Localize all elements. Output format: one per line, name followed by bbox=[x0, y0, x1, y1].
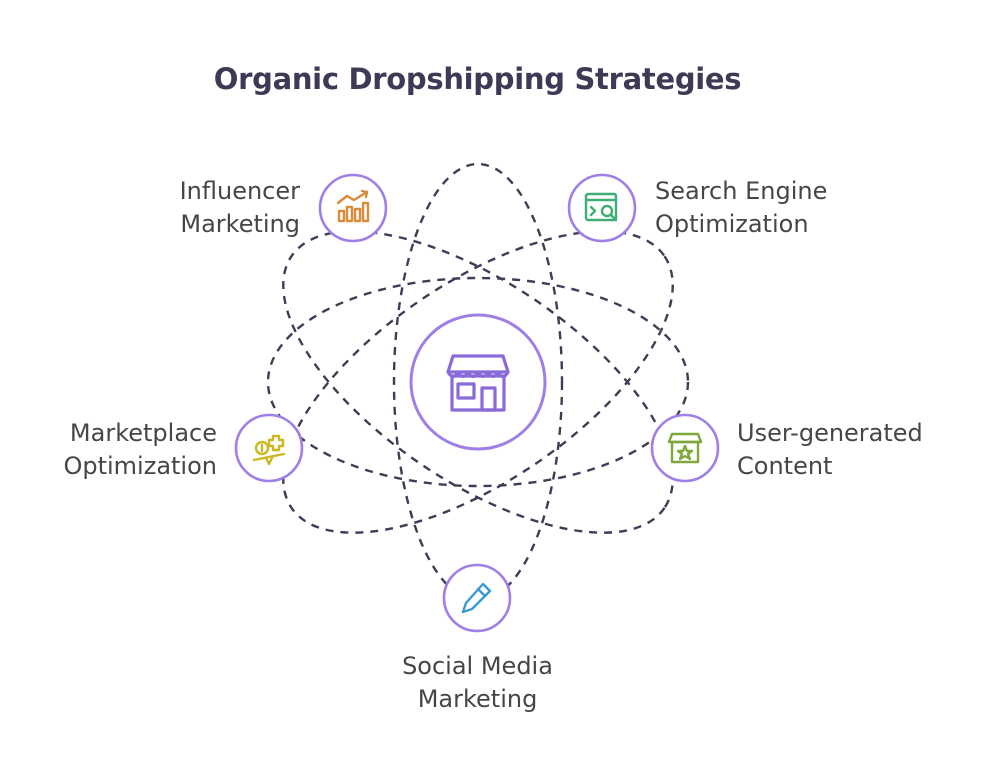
store-star-icon bbox=[667, 432, 703, 464]
orbit-vertical bbox=[392, 162, 564, 602]
label-influencer: Influencer Marketing bbox=[179, 177, 300, 238]
label-ugc: User-generated Content bbox=[737, 419, 923, 480]
node-ugc bbox=[650, 413, 720, 483]
pen-icon bbox=[461, 582, 492, 614]
node-marketplace bbox=[234, 413, 304, 483]
diagram-title: Organic Dropshipping Strategies bbox=[213, 62, 742, 96]
center-node bbox=[409, 313, 547, 451]
label-seo: Search Engine Optimization bbox=[655, 177, 828, 238]
orbit-group bbox=[266, 162, 690, 602]
label-social: Social Media Marketing bbox=[402, 652, 553, 713]
node-influencer bbox=[318, 173, 388, 243]
orbit-diagonal-b bbox=[282, 230, 674, 534]
storefront-icon bbox=[446, 354, 510, 412]
node-social bbox=[442, 563, 512, 633]
orbit-diagonal-a bbox=[282, 230, 674, 534]
rising-bar-chart-icon bbox=[336, 189, 370, 223]
browser-search-icon bbox=[584, 192, 618, 222]
coins-scale-icon bbox=[252, 434, 286, 466]
label-marketplace: Marketplace Optimization bbox=[63, 419, 217, 480]
node-seo bbox=[567, 173, 637, 243]
orbit-horizontal bbox=[266, 276, 690, 488]
